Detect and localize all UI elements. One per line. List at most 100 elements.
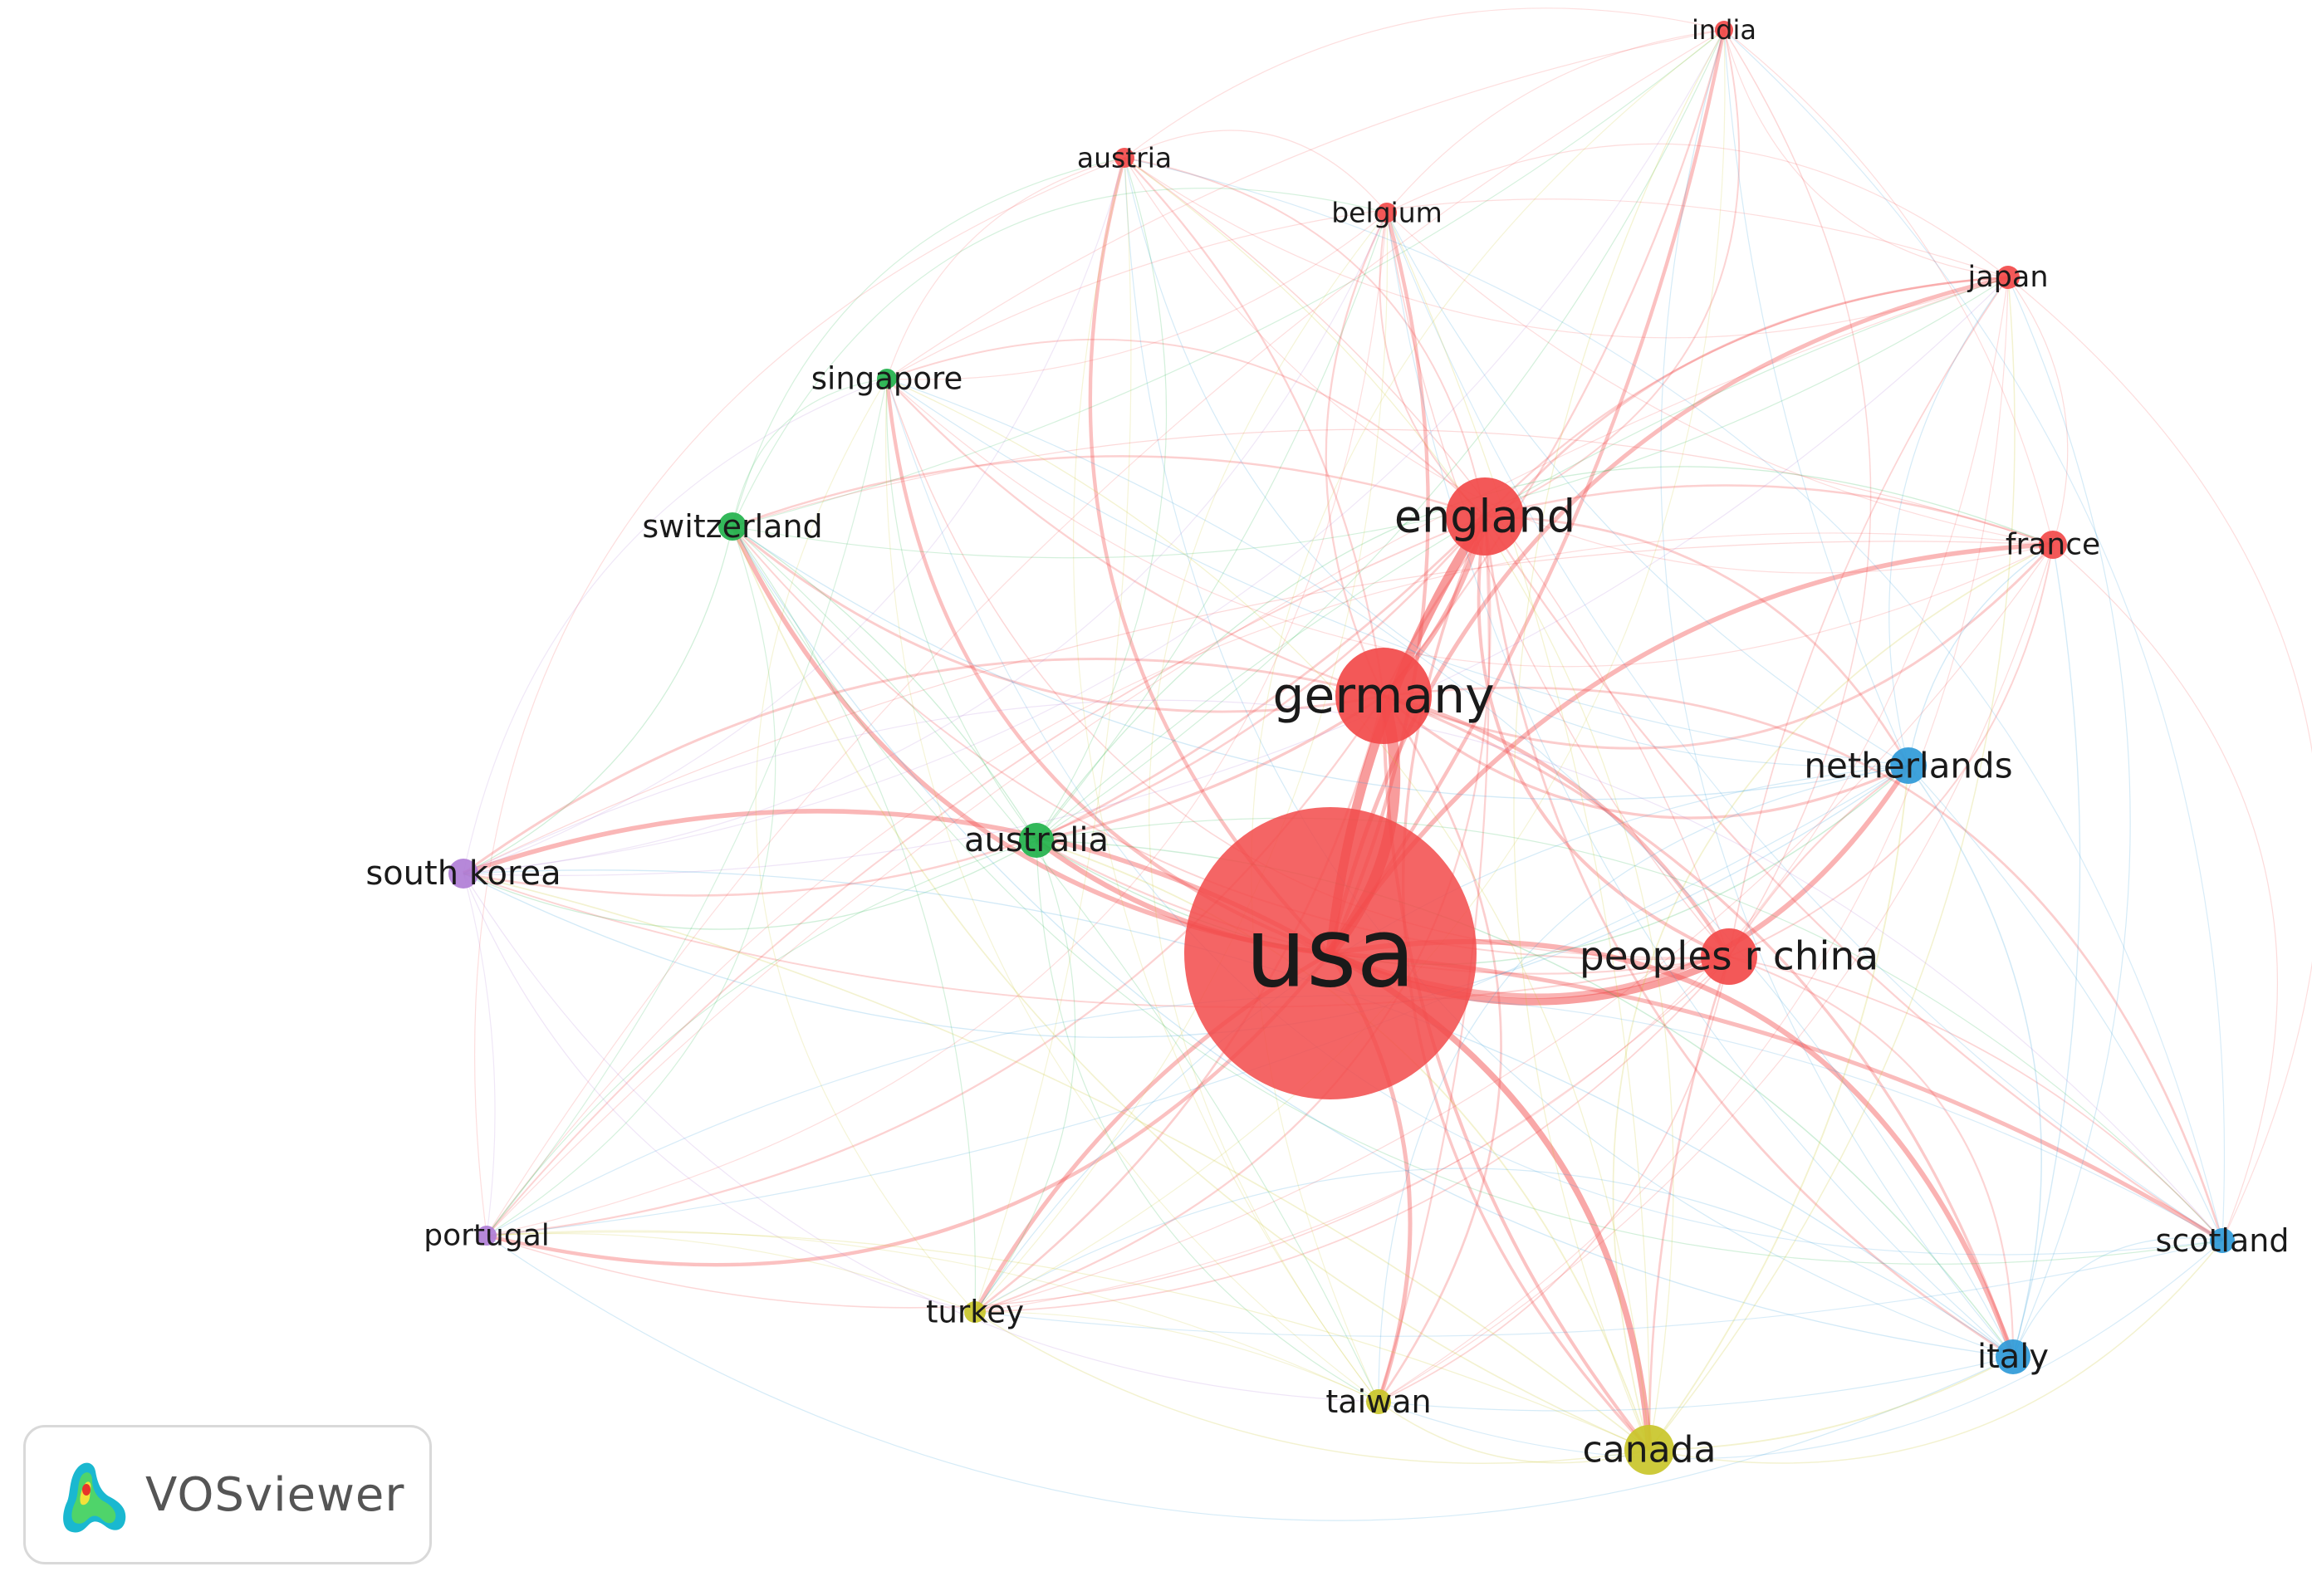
edge-singapore-taiwan [885, 378, 1379, 1403]
edge-italy-canada [1648, 1356, 2014, 1451]
node-label-singapore: singapore [811, 361, 963, 397]
edge-australia-taiwan [1036, 840, 1379, 1403]
node-belgium[interactable] [1377, 203, 1397, 223]
edge-austria-singapore [886, 157, 1125, 379]
edge-singapore-south_korea [463, 378, 888, 874]
node-label-netherlands: netherlands [1804, 746, 2012, 786]
node-germany[interactable] [1335, 648, 1432, 744]
edge-france-italy [2012, 544, 2081, 1358]
node-turkey[interactable] [964, 1301, 986, 1323]
node-switzerland[interactable] [718, 512, 747, 541]
edge-turkey-canada [974, 1311, 1650, 1465]
node-singapore[interactable] [877, 369, 897, 389]
edge-austria-netherlands [1124, 157, 1909, 767]
node-label-belgium: belgium [1331, 197, 1443, 229]
edge-switzerland-south_korea [463, 526, 733, 874]
vosviewer-logo: VOSviewer [23, 1425, 432, 1564]
node-austria[interactable] [1114, 148, 1134, 168]
edge-switzerland-netherlands [732, 526, 1909, 800]
edge-india-japan [1723, 29, 2009, 278]
edge-belgium-south_korea [463, 212, 1388, 874]
edge-netherlands-canada [1648, 765, 1909, 1451]
edge-germany-singapore [886, 378, 1384, 698]
edge-japan-singapore [886, 198, 2009, 379]
network-edges [463, 7, 2312, 1521]
edge-germany-canada [1382, 695, 1651, 1452]
node-south_korea[interactable] [448, 859, 478, 889]
edge-singapore-italy [886, 378, 2014, 1358]
edge-belgium-italy [1386, 212, 2014, 1358]
edge-italy-turkey [974, 1168, 2014, 1358]
edge-italy-taiwan [1378, 1356, 2014, 1412]
edge-india-austria [1124, 7, 1725, 159]
node-netherlands[interactable] [1890, 747, 1927, 784]
edge-japan-canada [1648, 277, 2016, 1451]
edge-belgium-scotland [1386, 212, 2223, 1241]
edge-germany-japan [1382, 276, 2009, 697]
edge-japan-italy [2007, 277, 2131, 1358]
edge-austria-switzerland [732, 157, 1125, 527]
node-australia[interactable] [1019, 823, 1054, 858]
edge-england-portugal [486, 516, 1486, 1236]
edge-singapore-netherlands [886, 378, 1909, 766]
edge-india-switzerland [732, 29, 1725, 527]
edge-england-singapore [886, 338, 1486, 517]
edge-japan-turkey [974, 277, 2009, 1313]
node-italy[interactable] [1996, 1339, 2030, 1374]
node-taiwan[interactable] [1366, 1389, 1391, 1414]
edge-netherlands-south_korea [463, 765, 1909, 1039]
edge-india-canada [1513, 29, 1725, 1451]
node-label-portugal: portugal [424, 1219, 550, 1253]
edge-singapore-switzerland [732, 378, 888, 527]
edge-singapore-portugal [486, 378, 888, 1236]
node-label-china: peoples r china [1580, 934, 1878, 980]
node-france[interactable] [2039, 531, 2067, 559]
node-label-scotland: scotland [2156, 1222, 2290, 1259]
edge-japan-scotland [2007, 277, 2312, 1241]
edge-france-portugal [486, 532, 2054, 1236]
edge-india-taiwan [1251, 29, 1725, 1403]
edge-china-netherlands [1728, 765, 1909, 957]
edge-england-scotland [1484, 516, 2223, 1241]
edge-belgium-canada [1386, 212, 1650, 1451]
node-canada[interactable] [1624, 1425, 1674, 1475]
node-india[interactable] [1715, 21, 1733, 39]
edge-india-south_korea [463, 29, 1725, 874]
edge-switzerland-italy [732, 526, 2014, 1358]
edge-england-belgium [1379, 212, 1486, 517]
edge-australia-south_korea [463, 840, 1037, 930]
edge-japan-france [2007, 277, 2069, 546]
edge-india-australia [1036, 29, 1725, 841]
edge-austria-canada [1124, 157, 1674, 1451]
edge-england-netherlands [1484, 515, 1910, 766]
node-label-australia: australia [964, 821, 1109, 859]
edge-south_korea-canada [463, 873, 1650, 1451]
edge-china-south_korea [463, 873, 1730, 1008]
edge-austria-taiwan [1072, 157, 1379, 1403]
edge-belgium-switzerland [732, 188, 1388, 527]
edge-singapore-turkey [755, 378, 976, 1313]
edge-england-china [1477, 516, 1730, 958]
node-portugal[interactable] [477, 1226, 497, 1246]
edge-belgium-netherlands [1386, 212, 1909, 766]
edge-japan-portugal [486, 277, 2009, 1236]
edge-south_korea-turkey [463, 873, 976, 1313]
edge-germany-south_korea [463, 658, 1384, 875]
edge-usa-portugal [486, 952, 1332, 1267]
edge-australia-netherlands [1036, 765, 1909, 965]
edge-switzerland-canada [732, 526, 1650, 1451]
edge-portugal-taiwan [486, 1230, 1379, 1403]
edge-china-scotland [1728, 956, 2223, 1241]
node-china[interactable] [1701, 928, 1757, 985]
edge-germany-italy [1383, 694, 2015, 1358]
edge-scotland-canada [1648, 1240, 2223, 1464]
node-scotland[interactable] [2210, 1228, 2235, 1253]
node-japan[interactable] [1996, 266, 2020, 289]
edge-usa-japan [1328, 275, 2009, 954]
edge-england-france [1484, 484, 2054, 546]
edge-india-italy [1660, 29, 2014, 1358]
node-england[interactable] [1446, 477, 1524, 556]
edge-china-canada [1648, 956, 1731, 1451]
node-usa[interactable] [1184, 807, 1477, 1099]
